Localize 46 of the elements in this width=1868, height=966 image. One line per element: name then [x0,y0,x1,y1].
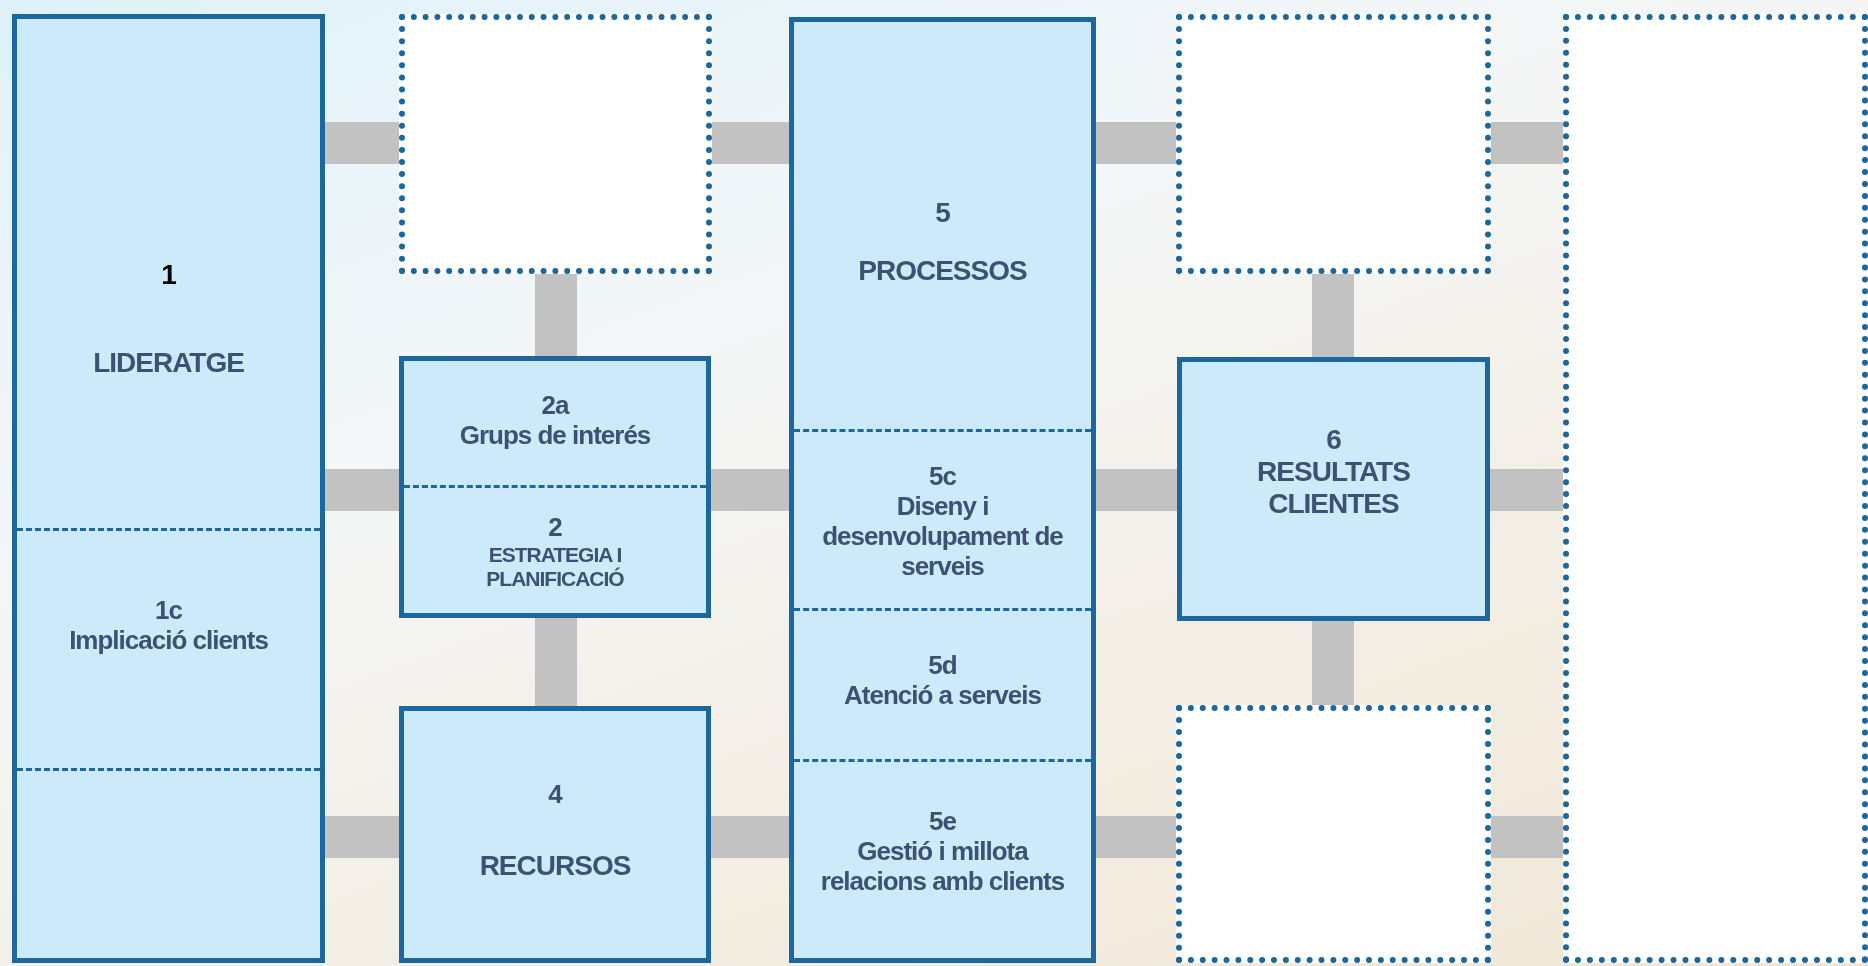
connector-bar [1491,816,1563,858]
criterion-title: PROCESSOS [858,254,1027,287]
criterion-title: RECURSOS [479,849,631,883]
connector-bar [535,618,577,706]
dotted-box [1563,14,1868,963]
dotted-box [399,14,712,274]
sub-criterion-band [17,528,320,771]
connector-bar [1096,469,1177,511]
criterion-title: Gestió i millota relacions amb clients [819,837,1066,897]
connector-bar [325,469,399,511]
connector-bar [535,274,577,356]
connector-bar [711,816,789,858]
criterion-title: RESULTATS CLIENTES [1256,455,1411,521]
criterion-box [399,706,711,963]
connector-bar [1491,122,1563,164]
criterion-number: 6 [1326,423,1341,456]
connector-bar [712,122,789,164]
criterion-number: 2 [548,512,562,543]
criterion-number: 1 [161,259,176,292]
criterion-number: 5d [928,651,957,681]
criterion-title: Grups de interés [459,421,651,451]
dotted-box [1176,14,1491,274]
dotted-box [1176,705,1491,963]
connector-bar [1490,469,1563,511]
criterion-number: 2a [541,391,569,421]
connector-bar [325,816,399,858]
criterion-number: 5e [929,807,956,838]
connector-bar [1096,122,1176,164]
criterion-title: ESTRATEGIA I PLANIFICACIÓ [485,542,625,592]
connector-bar [1096,816,1176,858]
criterion-number: 1c [155,596,182,626]
criterion-title: Diseny i desenvolupament de serveis [821,492,1064,582]
connector-bar [711,469,789,511]
criterion-title: Atenció a serveis [844,681,1041,711]
criterion-box [12,14,325,963]
connector-bar [325,122,399,164]
criterion-box [789,17,1096,963]
criterion-number: 5c [929,462,956,493]
criterion-number: 5 [935,197,950,230]
criterion-title: Implicació clients [69,626,268,656]
criterion-title: LIDERATGE [93,346,244,379]
criterion-box [1177,357,1490,621]
connector-bar [1312,274,1354,357]
connector-bar [1312,621,1354,705]
criterion-number: 4 [548,779,562,810]
criterion-box [399,356,711,618]
